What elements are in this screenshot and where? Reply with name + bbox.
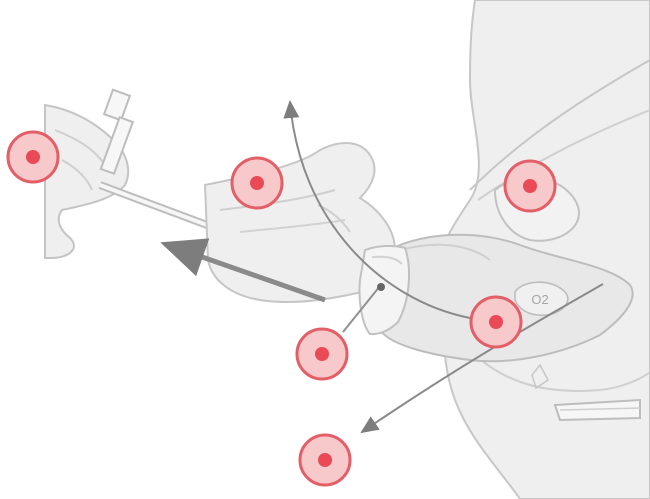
o2-label: O2 xyxy=(531,292,548,307)
upward-curve-arrow xyxy=(283,100,471,319)
hotspot-layer xyxy=(6,130,557,487)
hotspot-hand-on-chin[interactable] xyxy=(230,156,284,210)
hotspot-chin-needle-entry[interactable] xyxy=(295,327,349,381)
syringe-hand xyxy=(44,103,130,259)
hotspot-syringe-hand[interactable] xyxy=(6,130,60,184)
hotspot-nasal-mask[interactable] xyxy=(469,295,523,349)
leader-line xyxy=(342,285,381,333)
leader-dot xyxy=(377,283,385,291)
withdraw-arrow xyxy=(160,238,326,303)
hotspot-zygomatic-area[interactable] xyxy=(503,159,557,213)
o2-label-shape: O2 xyxy=(514,281,569,316)
hotspot-lower-arrow[interactable] xyxy=(298,433,352,487)
